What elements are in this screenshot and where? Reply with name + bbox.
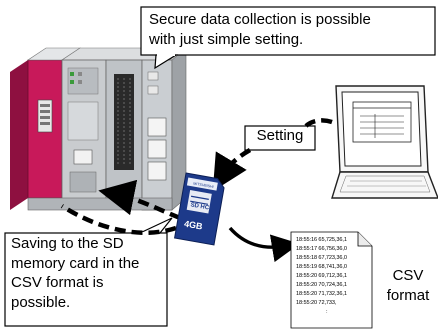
arrow-sdcard-to-callout [60,204,177,235]
callout-sd-saving: Saving to the SD memory card in the CSV … [5,233,167,312]
csv-format-label-line2: format [386,287,430,304]
csv-row: 18:55:19 68,741,36,0 [296,264,347,270]
csv-row: 18:55:20 69,712,36,1 [296,273,347,279]
plc-io-module [105,59,143,201]
callout-sd-saving-line2: memory card in the [11,254,140,272]
callout-secure-data: Secure data collection is possible with … [141,7,435,50]
arrow-setting-to-sdcard [212,148,252,192]
csv-document [290,231,373,329]
arrow-sdcard-to-csv [228,226,300,263]
callout-sd-saving-line1: Saving to the SD [11,235,124,252]
callout-secure-data-line2: with just simple setting. [149,31,304,48]
sd-card-type-label: SD HC [190,202,210,211]
csv-row: 18:55:20 70,724,36,1 [296,282,347,288]
callout-sd-saving-line3: CSV format is [11,274,104,291]
csv-row: 18:55:20 72,733, [296,300,337,306]
callout-secure-data-line1: Secure data collection is possible [149,11,371,28]
csv-continuation: : [326,309,328,315]
dashed-arrows [60,118,333,235]
plc-unit [10,47,187,211]
setting-label: Setting [256,127,304,144]
arrow-sdcard-to-plc [98,179,181,221]
callout-sd-saving-line4: possible. [11,293,71,311]
plc-cpu-module [61,59,107,201]
callout-bottom-shape [4,217,173,327]
plc-terminal-module [141,47,187,211]
csv-row: 18:55:17 66,756,36,0 [296,246,347,252]
callout-top-shape [140,6,436,70]
csv-row: 18:55:16 65,725,36,1 [296,237,347,243]
csv-format-label-line1: CSV [392,267,424,284]
laptop-computer [331,85,438,199]
csv-row: 18:55:18 67,723,36,0 [296,255,347,261]
setting-label-box [244,125,316,151]
arrow-laptop-to-setting [304,118,333,128]
laptop-screen-window [352,101,412,143]
csv-document-rows: 18:55:16 65,725,36,1 18:55:17 66,756,36,… [296,236,366,317]
sd-card [173,172,225,246]
csv-row: 18:55:20 71,732,36,1 [296,291,347,297]
sd-card-brand-label: MITSUBISHI [193,181,214,189]
sd-card-capacity-label: 4GB [183,219,203,232]
csv-format-label: CSV format [378,266,438,306]
plc-power-module [10,59,63,210]
